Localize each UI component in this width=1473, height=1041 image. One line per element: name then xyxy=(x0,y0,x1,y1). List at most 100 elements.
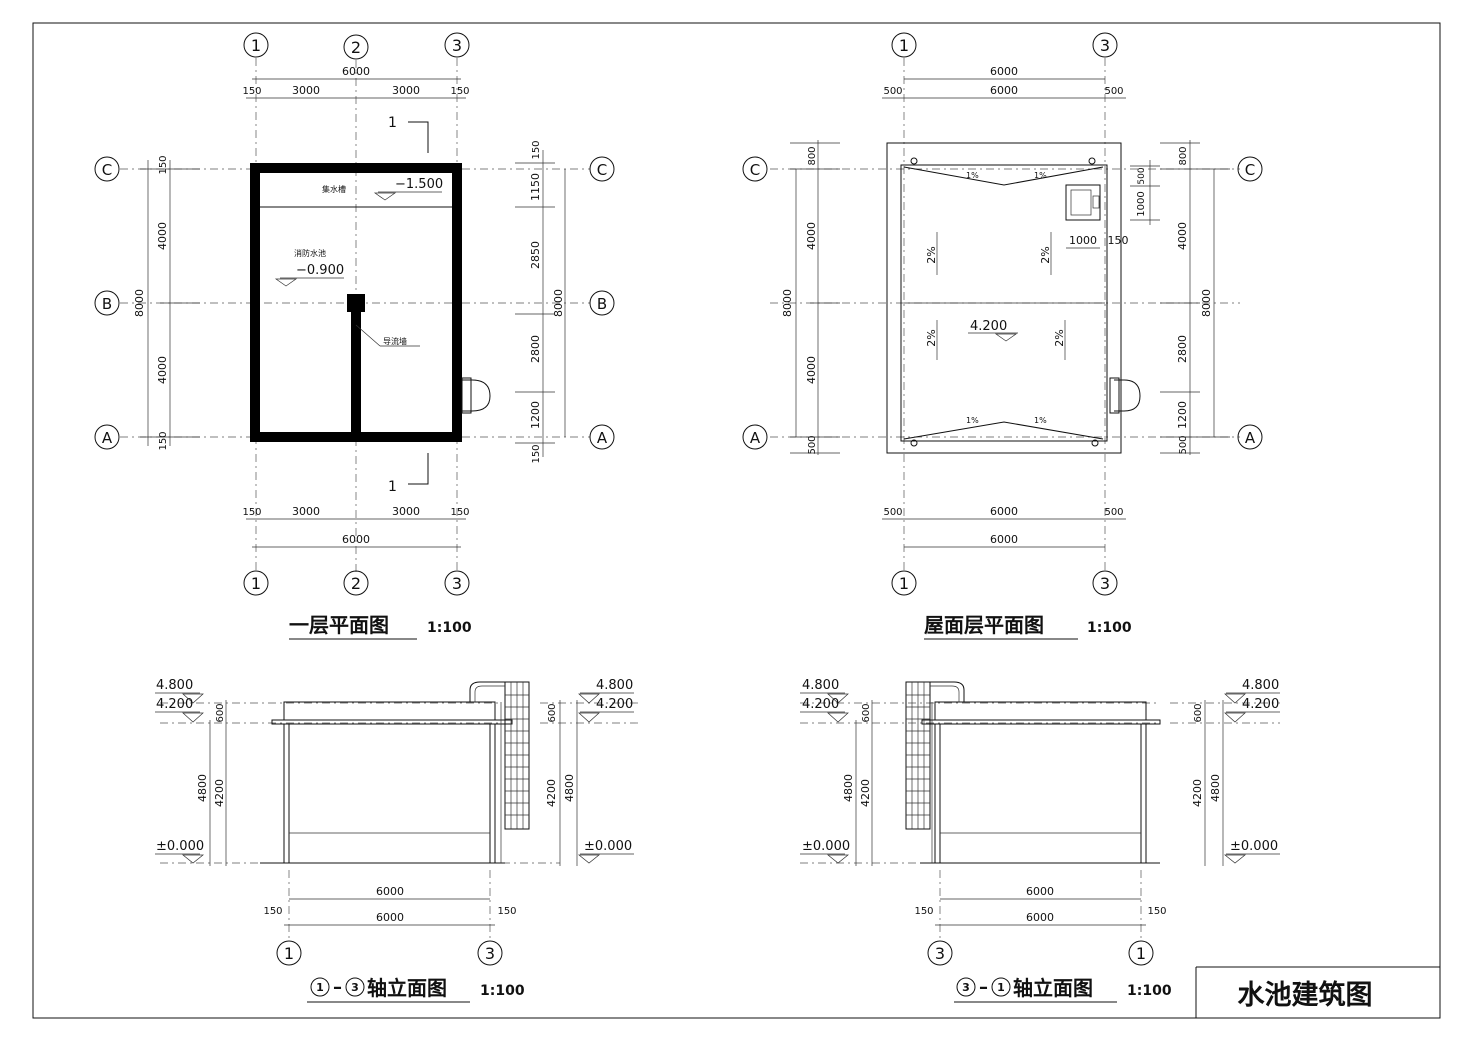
dim-text: 6000 xyxy=(1026,911,1054,924)
axis-1-bottom-roof: 1 xyxy=(899,574,909,593)
dim-text: 4000 xyxy=(805,356,818,384)
section-mark-top: 1 xyxy=(388,115,397,131)
elevation-1-3: 4.800 4.200 ±0.000 600 4200 4800 xyxy=(155,678,640,1003)
elev1-title-a: 1 xyxy=(316,981,324,994)
slope-text: 2% xyxy=(925,246,938,263)
level-text: 4.800 xyxy=(802,678,839,693)
level-text: 4.800 xyxy=(156,678,193,693)
level-text: 4.200 xyxy=(596,697,633,712)
dim-text: 6000 xyxy=(990,505,1018,518)
elev-pool: −0.900 xyxy=(296,263,344,278)
dim-text: 4000 xyxy=(1176,222,1189,250)
dim-text: 150 xyxy=(531,444,542,463)
axis-3-bottom-roof: 3 xyxy=(1100,574,1110,593)
axis-b-right: B xyxy=(597,295,607,313)
level-text: 4.800 xyxy=(596,678,633,693)
axis-1-top-roof: 1 xyxy=(899,36,909,55)
plan2-title: 屋面层平面图 xyxy=(924,613,1044,637)
label-sump: 集水槽 xyxy=(322,184,346,194)
axis-a-right: A xyxy=(597,429,608,447)
elev2-title-b: 1 xyxy=(997,981,1005,994)
dim-text: 500 xyxy=(1137,167,1147,184)
axis-2-bottom: 2 xyxy=(351,574,361,593)
dim-text: 8000 xyxy=(781,289,794,317)
level-text: 4.200 xyxy=(1242,697,1279,712)
level-text: ±0.000 xyxy=(802,839,850,854)
section-mark-bottom: 1 xyxy=(388,479,397,495)
dim-text: 4200 xyxy=(859,779,872,807)
dim-text: 600 xyxy=(1193,703,1204,722)
dim-text: 150 xyxy=(242,86,261,97)
dim-text: 150 xyxy=(158,431,169,450)
dim-text: 1150 xyxy=(529,173,542,201)
axis-bubble: 3 xyxy=(935,944,945,963)
dim-text: 600 xyxy=(861,703,872,722)
plan1-title: 一层平面图 xyxy=(289,613,389,637)
slope-text: 2% xyxy=(925,329,938,346)
dim-text: 600 xyxy=(547,703,558,722)
elev1-scale: 1:100 xyxy=(480,983,525,999)
dim-text: 6000 xyxy=(342,533,370,546)
dim-text: 4200 xyxy=(1191,779,1204,807)
dim-text: 150 xyxy=(1108,234,1129,247)
elev2-title-a: 3 xyxy=(962,981,970,994)
dim-text: 600 xyxy=(215,703,226,722)
axis-b-left: B xyxy=(102,295,112,313)
label-pool: 消防水池 xyxy=(294,248,326,258)
ground-floor-plan: 1 2 3 1 2 3 C B A C B A 6000 150 3000 30… xyxy=(94,32,615,640)
axis-3-bottom: 3 xyxy=(452,574,462,593)
dim-text: 500 xyxy=(807,435,818,454)
axis-c-left: C xyxy=(102,161,112,179)
elev2-scale: 1:100 xyxy=(1127,983,1172,999)
plan2-scale: 1:100 xyxy=(1087,620,1132,636)
roof-hatch xyxy=(1065,184,1101,221)
dim-text: 6000 xyxy=(376,885,404,898)
slope-text: 1% xyxy=(1034,171,1047,180)
slope-text: 2% xyxy=(1039,246,1052,263)
slope-text: 2% xyxy=(1053,329,1066,346)
level-text: ±0.000 xyxy=(156,839,204,854)
dim-text: 150 xyxy=(158,155,169,174)
axis-1-bottom: 1 xyxy=(251,574,261,593)
dim-text: 500 xyxy=(1104,86,1123,97)
dim-text: 3000 xyxy=(392,84,420,97)
level-text: 4.200 xyxy=(156,697,193,712)
dim-text: 150 xyxy=(1147,906,1166,917)
axis-3-top: 3 xyxy=(452,36,462,55)
dim-text: 150 xyxy=(263,906,282,917)
axis-a-left-roof: A xyxy=(750,429,761,447)
dim-text: 150 xyxy=(450,507,469,518)
dim-text: 500 xyxy=(1104,507,1123,518)
slope-text: 1% xyxy=(966,416,979,425)
axis-c-right-roof: C xyxy=(1245,161,1255,179)
dim-text: 8000 xyxy=(552,289,565,317)
axis-a-right-roof: A xyxy=(1245,429,1256,447)
dim-text: 500 xyxy=(883,86,902,97)
dim-text: 800 xyxy=(1178,146,1189,165)
dim-text: 4800 xyxy=(563,774,576,802)
ladder-cage xyxy=(905,681,965,863)
tank-walls xyxy=(250,163,462,442)
axis-1-top: 1 xyxy=(251,36,261,55)
axis-bubble: 3 xyxy=(485,944,495,963)
dim-text: 4000 xyxy=(156,222,169,250)
label-wall: 导流墙 xyxy=(383,336,407,346)
slope-text: 1% xyxy=(966,171,979,180)
dim-text: 4000 xyxy=(156,356,169,384)
dim-text: 800 xyxy=(807,146,818,165)
title-block: 水池建筑图 xyxy=(1195,966,1440,1018)
dim-text: 8000 xyxy=(133,289,146,317)
level-text: 4.200 xyxy=(802,697,839,712)
elev1-title-b: 3 xyxy=(351,981,359,994)
dim-text: 500 xyxy=(883,507,902,518)
roof-plan: 1 3 1 3 C A C A 6000 500 6000 500 500 60… xyxy=(742,32,1263,640)
parapet-inner xyxy=(900,164,1108,442)
axis-3-top-roof: 3 xyxy=(1100,36,1110,55)
slope-text: 1% xyxy=(1034,416,1047,425)
dim-text: 2850 xyxy=(529,241,542,269)
elev2-title: 轴立面图 xyxy=(1013,976,1093,1000)
dim-text: 1200 xyxy=(1176,401,1189,429)
dim-text: 1200 xyxy=(529,401,542,429)
dim-text: 150 xyxy=(531,140,542,159)
level-text: 4.800 xyxy=(1242,678,1279,693)
